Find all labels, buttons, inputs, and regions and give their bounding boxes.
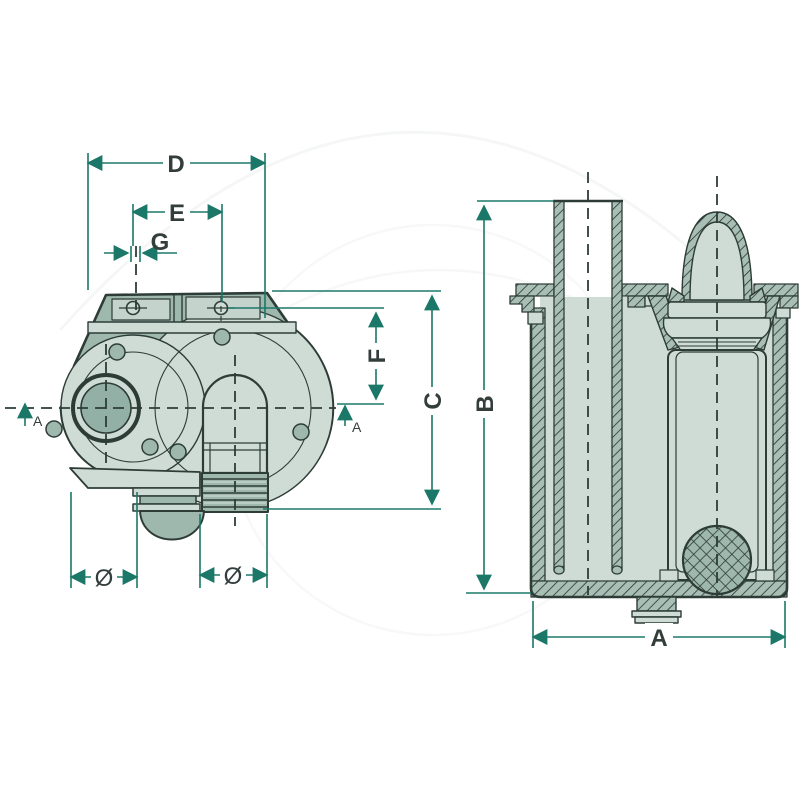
dimension-e: E [131,198,224,302]
bottom-skirt [69,467,201,489]
section-marker-right: A [337,404,362,435]
side-centerlines [587,172,718,598]
lid-clamp-left [509,295,535,313]
outlet-boss [201,373,269,475]
dim-g-label: G [151,229,170,256]
dim-c-label: C [420,392,447,409]
section-a-right-label: A [352,419,362,435]
bolt-holes [45,328,310,461]
mounting-plate [87,294,297,334]
dim-f-label: F [364,349,391,364]
dia-left-label: Ø [95,565,114,592]
dim-d-label: D [167,151,184,178]
dimensions: D E G F [17,148,787,652]
drain-plug [631,596,682,624]
dimension-f: F [228,307,391,405]
dimension-a: A [531,601,787,652]
front-view [5,246,336,541]
dimension-dia-right: Ø [198,514,269,590]
dimension-dia-left: Ø [69,492,139,592]
side-view [509,172,799,624]
inlet-tube [553,199,623,575]
strainer-plug [647,295,781,353]
connector-dome [139,510,205,541]
section-a-left-label: A [33,413,43,429]
dimension-d: D [86,148,267,318]
dim-e-label: E [169,200,185,227]
drain-connector [132,487,205,541]
section-marker-left: A [17,402,43,429]
dimension-b: B [466,200,554,594]
dia-right-label: Ø [224,563,243,590]
dimension-c: C [263,290,447,510]
dim-a-label: A [650,625,667,652]
front-centerlines [5,246,336,526]
dimension-g: G [104,229,177,262]
dim-b-label: B [472,395,499,412]
